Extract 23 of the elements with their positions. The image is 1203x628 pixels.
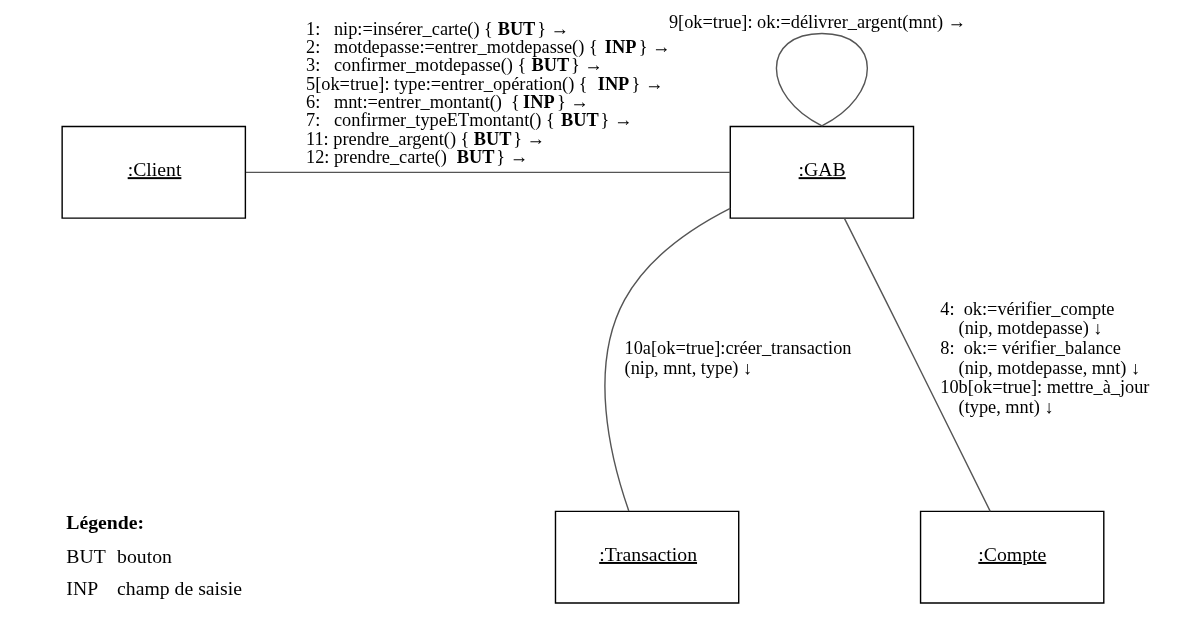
- label: BUT: [65, 545, 106, 568]
- edge-label: (nip, motdepasse) ↓: [958, 318, 1103, 339]
- edge-label: 4: ok:=vérifier_compte: [939, 298, 1114, 319]
- edge-label: 10a[ok=true]:créer_transaction: [624, 338, 851, 359]
- node-box: :Client: [60, 125, 246, 219]
- connector: [843, 217, 991, 513]
- connector: [244, 171, 731, 174]
- label: Légende:: [65, 511, 144, 534]
- node-box: :Compte: [919, 510, 1104, 604]
- edge-label: (nip, motdepasse, mnt) ↓: [958, 357, 1140, 378]
- edge-label: (type, mnt) ↓: [958, 397, 1054, 418]
- edge-label: 9[ok=true]: ok:=délivrer_argent(mnt) →: [668, 12, 966, 33]
- connector: [603, 207, 731, 512]
- edge-label: 10b[ok=true]: mettre_à_jour: [939, 377, 1149, 398]
- edge-label: 8: ok:= vérifier_balance: [939, 338, 1121, 359]
- label: bouton: [116, 545, 172, 568]
- node-box: :GAB: [729, 125, 914, 219]
- node-box: :Transaction: [554, 510, 739, 604]
- connector: [775, 32, 868, 127]
- edge-label: 1: nip:=insérer_carte() {BUT} →: [305, 18, 569, 39]
- label: champ de saisie: [116, 577, 242, 600]
- label: INP: [65, 577, 98, 600]
- edge-label: (nip, mnt, type) ↓: [624, 357, 752, 378]
